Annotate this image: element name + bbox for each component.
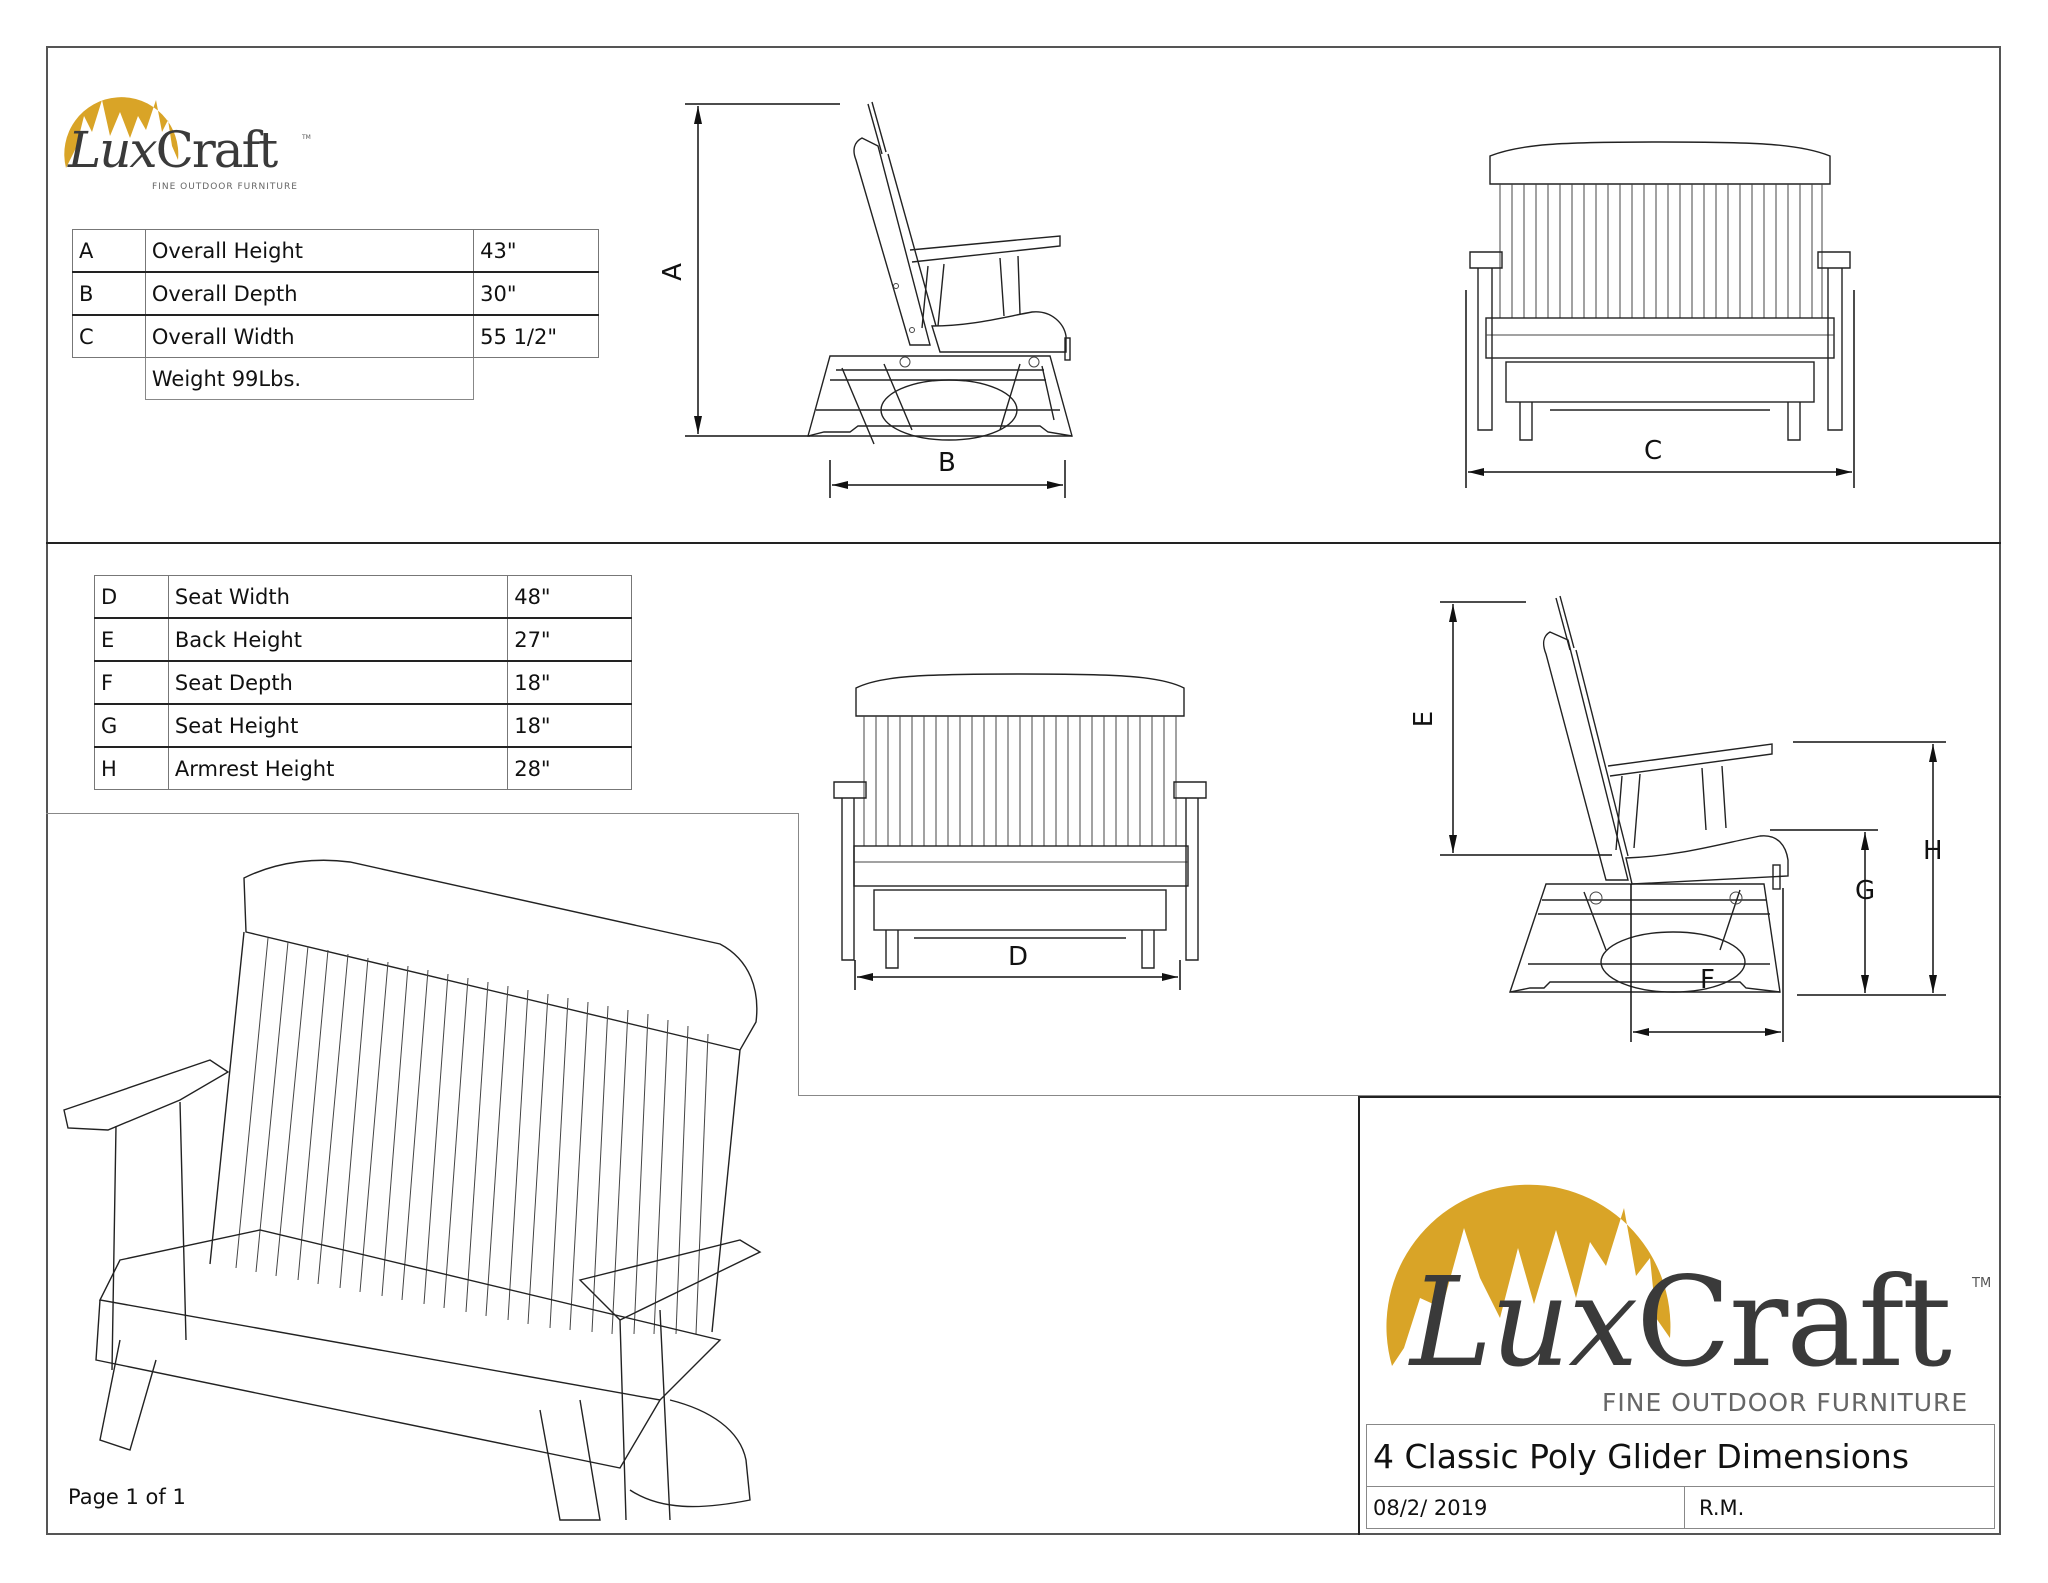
dim-value: 48" xyxy=(507,575,632,619)
brand-name-craft: Craft xyxy=(1636,1251,1952,1395)
middle-panel-border xyxy=(798,813,2001,1096)
dim-label: Overall Width xyxy=(144,314,475,358)
overall-dimensions-table: A Overall Height 43" B Overall Depth 30"… xyxy=(72,229,599,400)
dim-key: C xyxy=(72,314,146,358)
table-row: G Seat Height 18" xyxy=(94,703,632,748)
brand-logo-large: LuxCraft TM FINE OUTDOOR FURNITURE xyxy=(1380,1108,2000,1418)
table-row: C Overall Width 55 1/2" xyxy=(72,314,599,358)
side-view-seat-drawing xyxy=(1440,595,1946,1042)
dim-value: 27" xyxy=(507,617,632,662)
dim-label: Seat Height xyxy=(167,703,509,748)
dim-value: 30" xyxy=(473,271,599,316)
dim-key: D xyxy=(94,575,169,619)
dim-key: A xyxy=(72,229,146,273)
dim-label-c: C xyxy=(1644,436,1663,466)
sun-trees-icon xyxy=(64,97,179,168)
empty-cell xyxy=(73,358,146,400)
brand-name-lux: Lux xyxy=(1410,1251,1638,1395)
dim-label: Overall Height xyxy=(144,229,475,273)
dim-label: Seat Depth xyxy=(167,660,509,705)
empty-cell xyxy=(474,358,599,400)
side-view-overall-drawing xyxy=(685,101,1073,498)
table-row: D Seat Width 48" xyxy=(94,575,632,619)
front-view-seat-drawing xyxy=(833,673,1207,990)
dim-key: E xyxy=(94,617,169,662)
dim-label: Overall Depth xyxy=(144,271,475,316)
dim-label-g: G xyxy=(1855,876,1876,906)
document-author: R.M. xyxy=(1699,1496,1745,1520)
trademark: TM xyxy=(302,134,311,141)
trademark: TM xyxy=(1972,1276,1992,1291)
table-row: F Seat Depth 18" xyxy=(94,660,632,705)
seat-dimensions-table: D Seat Width 48" E Back Height 27" F Sea… xyxy=(94,575,632,790)
dim-label-b: B xyxy=(938,448,956,478)
dim-label: Seat Width xyxy=(167,575,509,619)
dim-key: G xyxy=(94,703,169,748)
brand-tagline: FINE OUTDOOR FURNITURE xyxy=(1602,1388,1969,1417)
brand-name-lux: Lux xyxy=(68,121,158,179)
dim-value: 18" xyxy=(507,703,632,748)
dim-label: Armrest Height xyxy=(167,746,509,790)
title-block-meta-row: 08/2/ 2019 R.M. xyxy=(1366,1487,1995,1529)
meta-divider xyxy=(1684,1487,1685,1528)
dim-label-e: E xyxy=(1409,710,1440,728)
sun-trees-icon xyxy=(1386,1184,1671,1366)
dim-label-f: F xyxy=(1700,965,1715,995)
perspective-view-drawing xyxy=(63,859,762,1521)
title-block xyxy=(1358,1096,2001,1535)
table-row: B Overall Depth 30" xyxy=(72,271,599,316)
dim-key: B xyxy=(72,271,146,316)
brand-name-craft: Craft xyxy=(155,121,279,179)
dim-label-a: A xyxy=(657,263,688,281)
table-row: H Armrest Height 28" xyxy=(94,746,632,790)
document-date: 08/2/ 2019 xyxy=(1373,1496,1488,1520)
page-number: Page 1 of 1 xyxy=(68,1485,186,1509)
dim-value: 18" xyxy=(507,660,632,705)
table-row-weight: Weight 99Lbs. xyxy=(73,357,599,400)
front-view-overall-drawing xyxy=(1465,141,1855,488)
table-row: A Overall Height 43" xyxy=(72,229,599,273)
drawing-frame xyxy=(46,46,2001,1535)
weight-value: Weight 99Lbs. xyxy=(144,357,475,400)
dim-key: H xyxy=(94,746,169,790)
dim-label: Back Height xyxy=(167,617,509,662)
dim-value: 43" xyxy=(473,229,599,273)
brand-logo-small: LuxCraft TM FINE OUTDOOR FURNITURE xyxy=(60,60,320,200)
section-divider xyxy=(46,542,2001,544)
dim-value: 28" xyxy=(507,746,632,790)
dim-value: 55 1/2" xyxy=(473,314,599,358)
table-row: E Back Height 27" xyxy=(94,617,632,662)
dim-label-d: D xyxy=(1008,942,1029,972)
document-title: 4 Classic Poly Glider Dimensions xyxy=(1366,1424,1995,1487)
dim-label-h: H xyxy=(1923,836,1943,866)
brand-tagline: FINE OUTDOOR FURNITURE xyxy=(152,182,298,192)
perspective-panel-border xyxy=(46,813,798,814)
dim-key: F xyxy=(94,660,169,705)
